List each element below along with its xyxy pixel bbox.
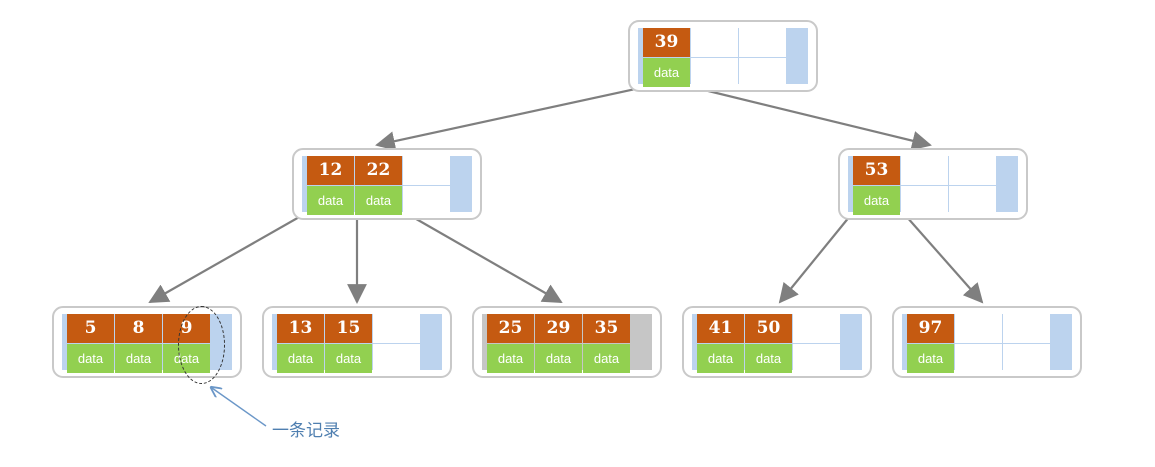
- data-cell: data: [277, 344, 324, 373]
- entry-slot: 29 data: [535, 314, 582, 373]
- leaf-node-25-29-35: 25 data 29 data 35 data: [472, 306, 662, 378]
- key-cell: 97: [907, 314, 954, 343]
- data-cell: data: [307, 186, 354, 215]
- entry-slot: 39 data: [643, 28, 690, 87]
- empty-slot: [403, 156, 450, 212]
- empty-slot: [373, 314, 420, 370]
- empty-slot: [901, 156, 948, 212]
- edge-53-to-41-50: [778, 215, 851, 304]
- data-cell: data: [583, 344, 630, 373]
- entry-slot: 97 data: [907, 314, 954, 373]
- data-cell: data: [115, 344, 162, 373]
- empty-slot: [739, 28, 786, 84]
- leaf-node-body: 41 data 50 data: [692, 314, 862, 373]
- entry-slot: 25 data: [487, 314, 534, 373]
- data-cell: data: [355, 186, 402, 215]
- entry-slot: 50 data: [745, 314, 792, 373]
- entry-slot: 35 data: [583, 314, 630, 373]
- data-cell: data: [535, 344, 582, 373]
- key-cell: 22: [355, 156, 402, 185]
- empty-slot: [1003, 314, 1050, 370]
- key-cell: 12: [307, 156, 354, 185]
- key-cell: 29: [535, 314, 582, 343]
- leaf-node-97: 97 data: [892, 306, 1082, 378]
- record-annotation-label: 一条记录: [272, 421, 340, 441]
- key-cell: 15: [325, 314, 372, 343]
- internal-node-53: 53 data: [838, 148, 1028, 220]
- entry-slot: 13 data: [277, 314, 324, 373]
- data-cell: data: [67, 344, 114, 373]
- leaf-node-body: 5 data 8 data 9 data: [62, 314, 232, 373]
- root-node-body: 39 data: [638, 28, 808, 87]
- leaf-node-body: 97 data: [902, 314, 1072, 373]
- data-cell: data: [697, 344, 744, 373]
- leaf-node-41-50: 41 data 50 data: [682, 306, 872, 378]
- data-cell: data: [853, 186, 900, 215]
- edge-root-to-53: [695, 86, 932, 151]
- entry-slot: 22 data: [355, 156, 402, 215]
- data-cell: data: [643, 58, 690, 87]
- entry-slot: 5 data: [67, 314, 114, 373]
- internal-node-body: 53 data: [848, 156, 1018, 215]
- data-cell: data: [907, 344, 954, 373]
- entry-slot: 53 data: [853, 156, 900, 215]
- edge-root-to-12-22: [375, 86, 641, 151]
- empty-slot: [793, 314, 840, 370]
- edge-53-to-97: [905, 215, 984, 304]
- empty-slot: [949, 156, 996, 212]
- edge-12-22-to-25-29-35: [410, 215, 563, 303]
- data-cell: data: [325, 344, 372, 373]
- entry-slot: 15 data: [325, 314, 372, 373]
- entry-slot: 41 data: [697, 314, 744, 373]
- data-cell: data: [745, 344, 792, 373]
- edge-12-22-to-5-8-9: [148, 215, 302, 303]
- leaf-node-body: 25 data 29 data 35 data: [482, 314, 652, 373]
- data-cell: data: [487, 344, 534, 373]
- key-cell: 50: [745, 314, 792, 343]
- root-node: 39 data: [628, 20, 818, 92]
- record-highlight-ellipse: [178, 306, 225, 384]
- key-cell: 13: [277, 314, 324, 343]
- internal-node-12-22: 12 data 22 data: [292, 148, 482, 220]
- internal-node-body: 12 data 22 data: [302, 156, 472, 215]
- key-cell: 35: [583, 314, 630, 343]
- key-cell: 5: [67, 314, 114, 343]
- entry-slot: 12 data: [307, 156, 354, 215]
- empty-slot: [691, 28, 738, 84]
- leaf-node-body: 13 data 15 data: [272, 314, 442, 373]
- key-cell: 25: [487, 314, 534, 343]
- key-cell: 8: [115, 314, 162, 343]
- key-cell: 53: [853, 156, 900, 185]
- key-cell: 41: [697, 314, 744, 343]
- leaf-node-13-15: 13 data 15 data: [262, 306, 452, 378]
- leaf-node-5-8-9: 5 data 8 data 9 data: [52, 306, 242, 378]
- entry-slot: 8 data: [115, 314, 162, 373]
- key-cell: 39: [643, 28, 690, 57]
- empty-slot: [955, 314, 1002, 370]
